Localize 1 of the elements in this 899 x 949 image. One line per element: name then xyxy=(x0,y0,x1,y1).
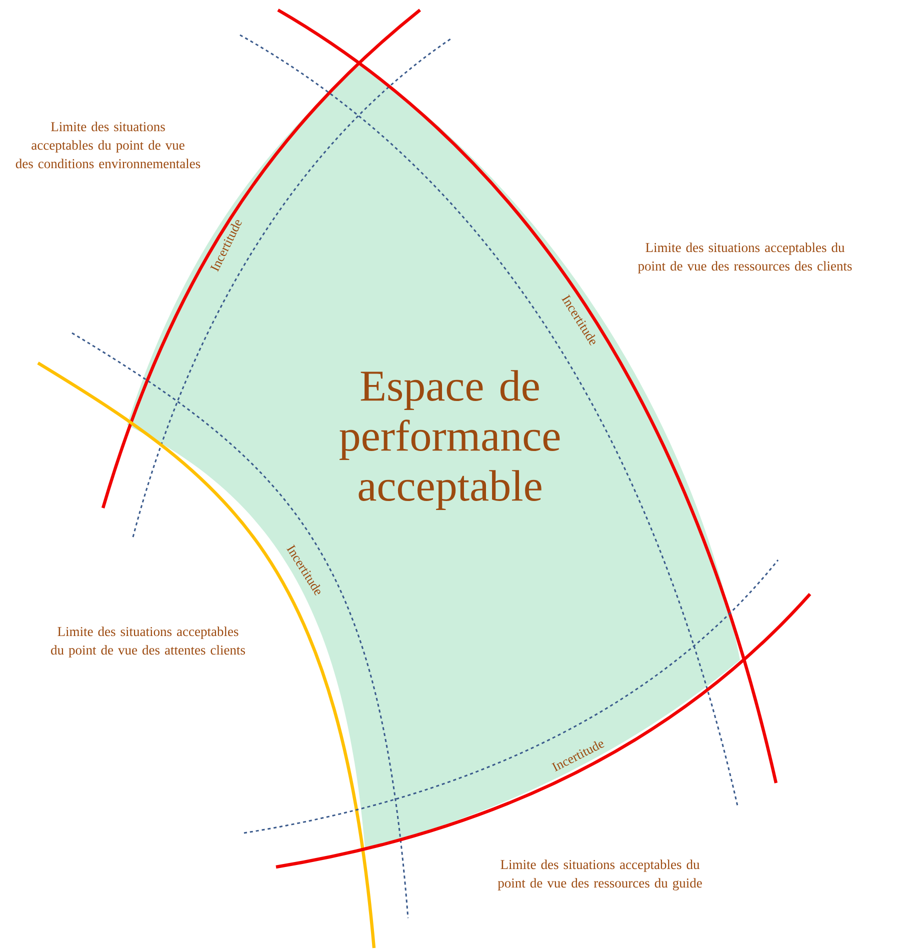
limit-label: Limite des situations acceptables du point de vue des attentes clients xyxy=(51,626,245,658)
